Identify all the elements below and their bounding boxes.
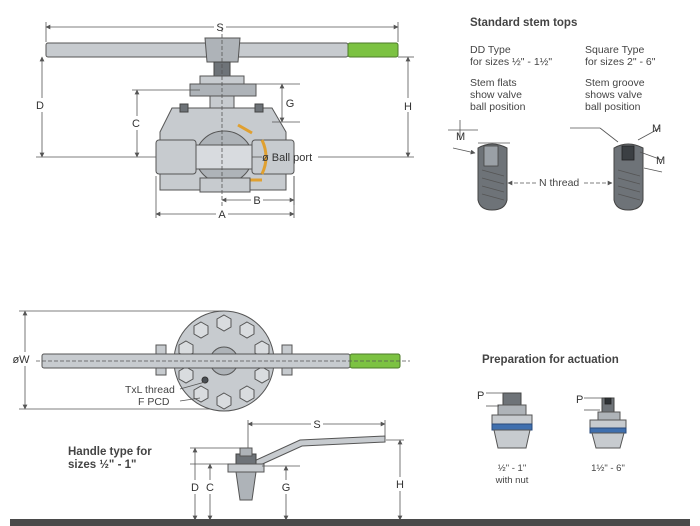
lever-handle xyxy=(250,435,386,467)
square-stem-top xyxy=(621,145,635,161)
a-label: A xyxy=(218,209,226,221)
handle-h-label: H xyxy=(396,479,404,491)
dd-type-sizes: for sizes ½" - 1½" xyxy=(470,56,552,68)
dd-desc-2: show valve xyxy=(470,89,522,101)
actuation-panel: Preparation for actuation P ½" - 1" with… xyxy=(477,354,627,486)
dd-stem-flat xyxy=(483,145,499,167)
seat-right xyxy=(260,139,268,175)
square-desc-3: ball position xyxy=(585,101,641,113)
actuation-ring-1 xyxy=(491,423,533,431)
square-m-label-1: M xyxy=(652,123,661,135)
side-section-view: S D C xyxy=(33,21,415,221)
n-thread-label: N thread xyxy=(539,177,579,189)
txl-thread-label: TxL thread xyxy=(125,384,175,396)
h-label: H xyxy=(404,101,412,113)
dd-desc-1: Stem flats xyxy=(470,77,517,89)
ball-port-label: ø Ball port xyxy=(262,152,312,164)
b-label: B xyxy=(253,195,260,207)
actuation-caption-1a: ½" - 1" xyxy=(498,463,526,474)
square-m-label-2: M xyxy=(656,155,665,167)
actuation-caption-1b: with nut xyxy=(495,475,529,486)
front-view: øW TxL thread F PCD xyxy=(8,310,410,412)
dd-type-title: DD Type xyxy=(470,44,511,56)
stem-tops-title: Standard stem tops xyxy=(470,17,577,29)
square-desc-2: shows valve xyxy=(585,89,642,101)
handle-g-label: G xyxy=(282,482,291,494)
handle-c-label: C xyxy=(206,482,214,494)
c-label: C xyxy=(132,118,140,130)
square-desc-1: Stem groove xyxy=(585,77,645,89)
handle-type-title-2: sizes ½" - 1" xyxy=(68,459,136,471)
fpcd-label: F PCD xyxy=(138,396,170,408)
handle-bar xyxy=(45,42,349,58)
actuation-ring-2 xyxy=(589,427,627,434)
pipe-end-left xyxy=(155,139,197,175)
d-label: D xyxy=(36,100,44,112)
handle-grip xyxy=(347,42,399,58)
dd-desc-3: ball position xyxy=(470,101,526,113)
handle-d-label: D xyxy=(191,482,199,494)
handle-head xyxy=(204,37,241,63)
flange-bolts xyxy=(178,314,270,410)
dd-m-label: M xyxy=(456,131,465,143)
square-type-title: Square Type xyxy=(585,44,645,56)
actuation-caption-2: 1½" - 6" xyxy=(591,463,625,474)
stem-tops-panel: Standard stem tops DD Type for sizes ½" … xyxy=(448,17,665,211)
ball-port xyxy=(195,144,253,170)
lever-stem xyxy=(235,471,257,501)
square-stem-icon xyxy=(613,143,644,211)
actuation-p-label-2: P xyxy=(576,394,583,406)
actuation-p-label-1: P xyxy=(477,390,484,402)
square-type-sizes: for sizes 2" - 6" xyxy=(585,56,656,68)
g-label: G xyxy=(286,98,295,110)
s-label: S xyxy=(216,22,223,34)
handle-type-title-1: Handle type for xyxy=(68,446,152,458)
actuation-title: Preparation for actuation xyxy=(482,354,619,366)
footer-bar xyxy=(10,519,690,526)
handle-s-label: S xyxy=(313,419,320,431)
handle-type-view: Handle type for sizes ½" - 1" S D C G xyxy=(68,417,406,521)
w-label: øW xyxy=(12,354,30,366)
